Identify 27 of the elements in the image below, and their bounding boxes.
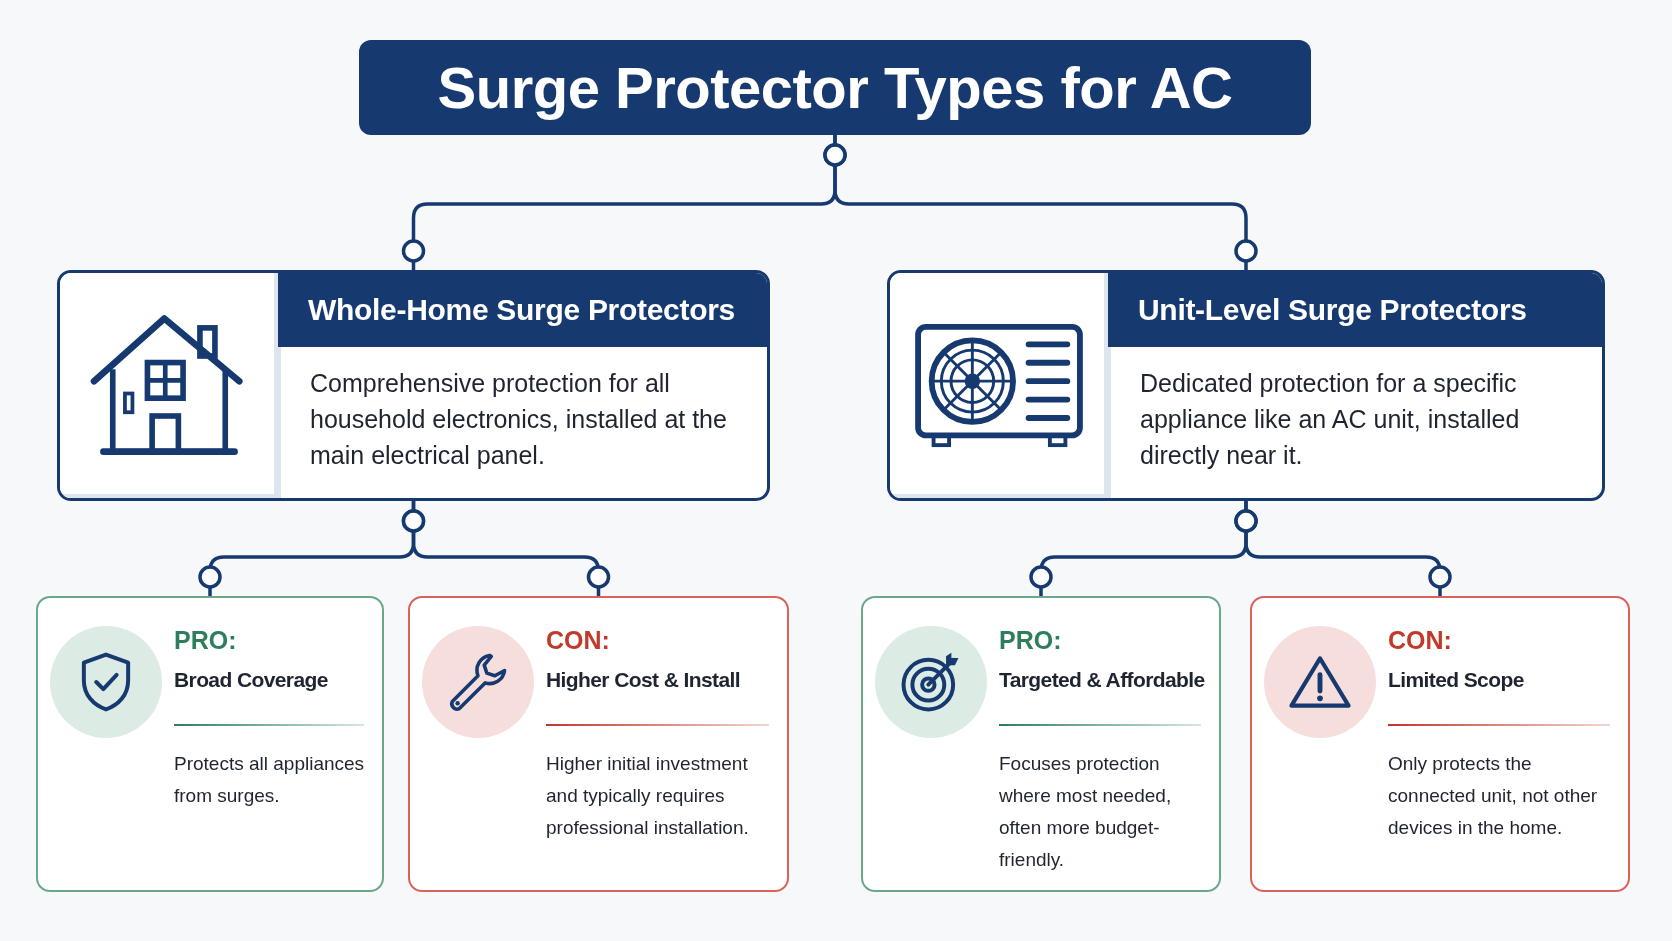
- card-description: Focuses protection where most needed, often more budget-friendly.: [999, 752, 1173, 872]
- card-description: Comprehensive protection for all household electronics, installed at the main electrical panel.: [310, 368, 728, 471]
- pro-con-label: PRO:: [999, 626, 1062, 655]
- card-heading: Unit-Level Surge Protectors: [1108, 273, 1602, 347]
- category-card: [887, 270, 1605, 501]
- category-card: [57, 270, 770, 501]
- con-card: [408, 596, 789, 892]
- pro-con-label: CON:: [1388, 626, 1452, 655]
- card-heading: Whole-Home Surge Protectors: [278, 273, 767, 347]
- card-heading: Limited Scope: [1388, 668, 1524, 692]
- pro-con-label: CON:: [546, 626, 610, 655]
- card-heading: Targeted & Affordable: [999, 668, 1205, 692]
- pro-con-label: PRO:: [174, 626, 237, 655]
- card-description: Only protects the connected unit, not other devices in the home.: [1388, 752, 1599, 840]
- card-description: Dedicated protection for a specific appliance like an AC unit, installed directly near it.: [1140, 368, 1521, 471]
- card-heading: Broad Coverage: [174, 668, 328, 692]
- title-text: Surge Protector Types for AC: [437, 54, 1233, 121]
- card-description: Higher initial investment and typically requires professional installation.: [546, 752, 750, 840]
- card-description: Protects all appliances from surges.: [174, 752, 366, 808]
- con-card: [1250, 596, 1630, 892]
- pro-card: [861, 596, 1221, 892]
- title-banner: [359, 40, 1311, 135]
- connector: [823, 135, 1258, 270]
- connector: [1234, 501, 1452, 596]
- connector: [401, 501, 611, 596]
- card-heading: Higher Cost & Install: [546, 668, 740, 692]
- pro-card: [36, 596, 384, 892]
